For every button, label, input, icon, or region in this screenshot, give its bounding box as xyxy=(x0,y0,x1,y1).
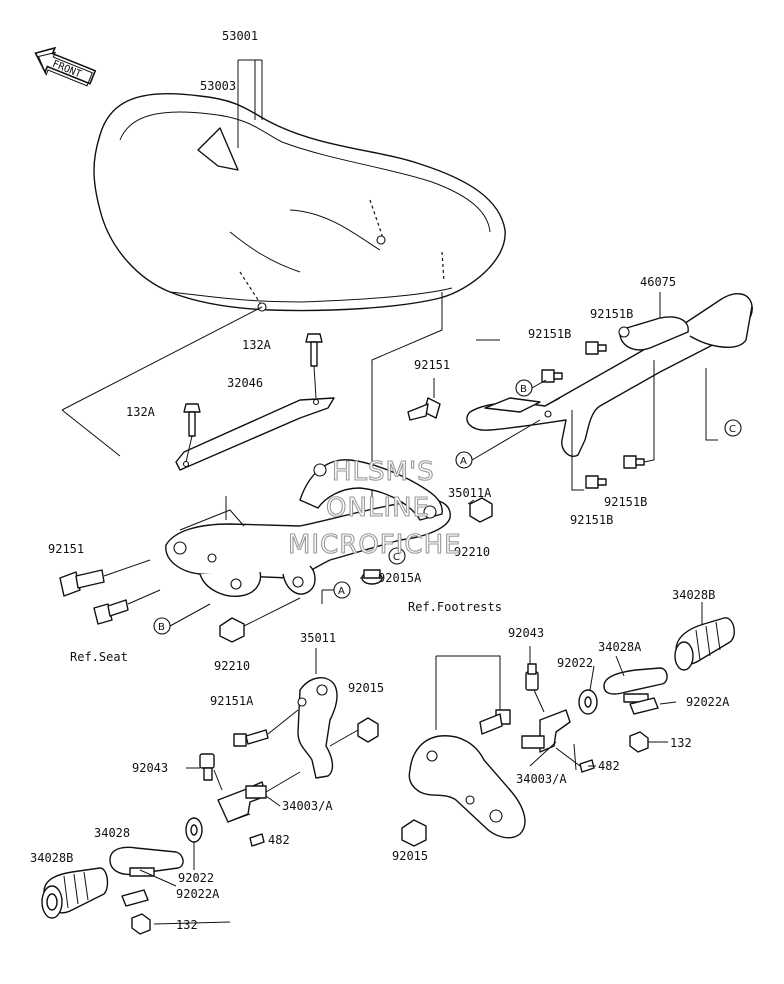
footrest-bracket-right xyxy=(408,735,526,839)
label-46075: 46075 xyxy=(640,275,676,289)
watermark: HLSM'S ONLINE MICROFICHE xyxy=(287,456,462,560)
callout-c-lower: C xyxy=(388,547,406,565)
label-92043-right: 92043 xyxy=(508,626,544,640)
label-92015a: 92015A xyxy=(378,571,422,585)
label-92151a: 92151A xyxy=(210,694,254,708)
label-92022-right: 92022 xyxy=(557,656,593,670)
label-132a-top: 132A xyxy=(242,338,272,352)
label-92151-mid: 92151 xyxy=(414,358,450,372)
bolt-132-right xyxy=(629,731,649,753)
label-92151b-1: 92151B xyxy=(590,307,633,321)
clevis-34003a-left xyxy=(217,781,267,823)
bolt-132-left xyxy=(131,913,151,935)
callout-b-upper: B xyxy=(515,379,533,397)
footrest-bracket-35011 xyxy=(297,677,338,779)
callout-a-upper: A xyxy=(455,451,473,469)
label-53003: 53003 xyxy=(200,79,236,93)
svg-text:A: A xyxy=(460,456,467,467)
label-92015-left: 92015 xyxy=(348,681,384,695)
label-132-right: 132 xyxy=(670,736,692,750)
bolt-132a-top xyxy=(305,333,323,399)
bolt-92151b-1 xyxy=(585,341,607,355)
label-92151-left: 92151 xyxy=(48,542,84,556)
label-92015-right: 92015 xyxy=(392,849,428,863)
bolt-92151b-3 xyxy=(623,455,645,469)
bolt-92151b-4 xyxy=(585,475,607,489)
clevis-34003a-right xyxy=(521,709,571,753)
bolt-92151a xyxy=(233,729,269,747)
svg-text:A: A xyxy=(338,586,345,597)
pin-92043-left xyxy=(199,753,215,781)
cotter-482-left xyxy=(249,833,265,847)
label-34028b-right: 34028B xyxy=(672,588,715,602)
label-35011a: 35011A xyxy=(448,486,492,500)
label-92151b-3: 92151B xyxy=(604,495,647,509)
label-92022-left: 92022 xyxy=(178,871,214,885)
footpeg-rubber-34028b-left xyxy=(41,867,109,919)
cotter-482-right xyxy=(579,759,595,773)
label-34003a-left: 34003/A xyxy=(282,799,333,813)
svg-text:B: B xyxy=(520,384,527,395)
footpeg-rubber-34028b-right xyxy=(674,617,735,671)
svg-text:C: C xyxy=(729,424,736,435)
label-92022a-right: 92022A xyxy=(686,695,730,709)
label-92210-right: 92210 xyxy=(454,545,490,559)
footpeg-34028 xyxy=(109,846,184,877)
footpeg-34028a xyxy=(603,667,668,703)
nut-92210-left xyxy=(219,617,245,643)
seat xyxy=(93,92,506,312)
callout-b-lower: B xyxy=(153,617,171,635)
label-92151b-4: 92151B xyxy=(570,513,613,527)
label-35011: 35011 xyxy=(300,631,336,645)
label-92043-left: 92043 xyxy=(132,761,168,775)
label-32046: 32046 xyxy=(227,376,263,390)
label-ref-footrests: Ref.Footrests xyxy=(408,600,502,614)
part-labels: 53001 53003 132A 32046 132A 92151 92151B… xyxy=(30,29,730,932)
bolt-footrest-right xyxy=(479,709,511,735)
seat-hook-32046 xyxy=(175,397,335,471)
bolt-92151-mid xyxy=(407,397,441,421)
washer-92022-left xyxy=(185,817,203,843)
label-92022a-left: 92022A xyxy=(176,887,220,901)
label-482-left: 482 xyxy=(268,833,290,847)
bolt-92151-left xyxy=(59,569,105,597)
label-132a-left: 132A xyxy=(126,405,156,419)
callout-c-upper: C xyxy=(724,419,742,437)
svg-text:B: B xyxy=(158,622,165,633)
label-132-left: 132 xyxy=(176,918,198,932)
callout-a-lower: A xyxy=(333,581,351,599)
label-34028b-left: 34028B xyxy=(30,851,73,865)
svg-text:C: C xyxy=(393,552,400,563)
grab-rail-46075 xyxy=(466,293,753,457)
washer-92022a-right xyxy=(629,697,659,715)
nut-92210-right xyxy=(469,497,493,523)
label-53001: 53001 xyxy=(222,29,258,43)
pin-92043-right xyxy=(525,663,539,691)
label-34028: 34028 xyxy=(94,826,130,840)
washer-92022-right xyxy=(578,689,598,715)
label-34028a: 34028A xyxy=(598,640,642,654)
bolt-132a-left xyxy=(183,403,201,463)
nut-92015-right xyxy=(401,819,427,847)
watermark-line-2: ONLINE xyxy=(326,493,430,523)
label-ref-seat: Ref.Seat xyxy=(70,650,128,664)
label-92151b-2: 92151B xyxy=(528,327,571,341)
washer-92022a-left xyxy=(121,889,149,907)
nut-92015-left xyxy=(357,717,379,743)
bolt-92151b-2 xyxy=(541,369,563,383)
subframe xyxy=(165,459,451,597)
bolt-92151-left-2 xyxy=(93,599,129,625)
watermark-line-3: MICROFICHE xyxy=(288,530,462,560)
watermark-line-1: HLSM'S xyxy=(332,457,435,487)
label-34003a-right: 34003/A xyxy=(516,772,567,786)
front-arrow-icon: FRONT xyxy=(34,46,97,87)
label-92210-left: 92210 xyxy=(214,659,250,673)
label-482-right: 482 xyxy=(598,759,620,773)
